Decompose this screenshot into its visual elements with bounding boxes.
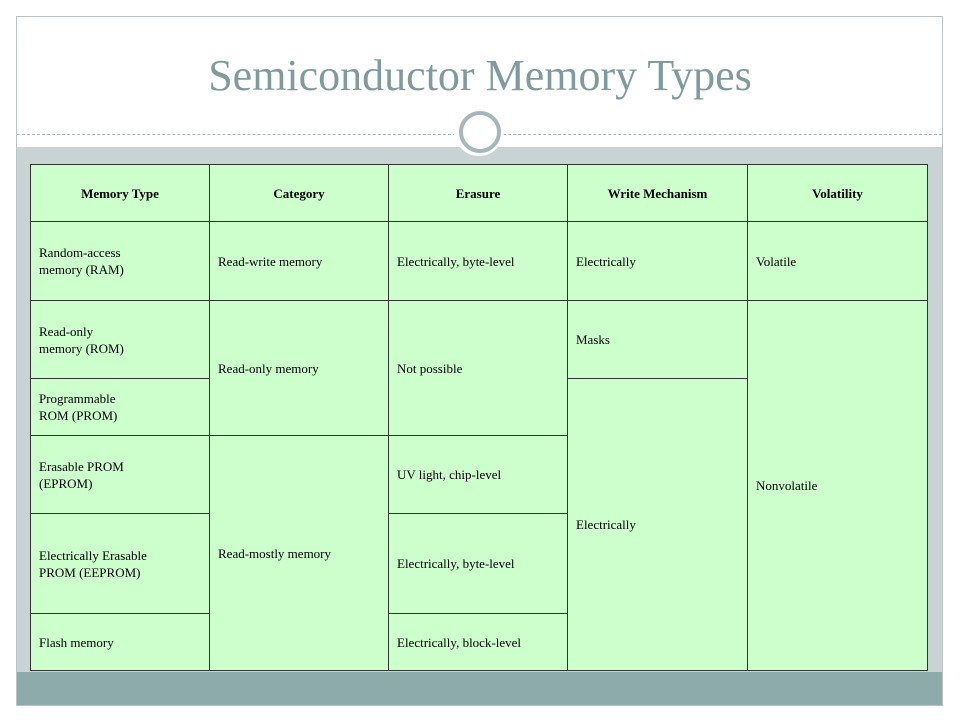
cell-erasure-eeprom: Electrically, byte-level (388, 513, 568, 614)
cell-erasure-eprom: UV light, chip-level (388, 435, 568, 514)
table-row: Electrically Erasable PROM (EEPROM) Elec… (30, 513, 928, 614)
cell-erasure-ram: Electrically, byte-level (388, 221, 568, 301)
cell-erasure-not-possible: Not possible (388, 300, 568, 436)
table-row: Read-only memory (ROM) Read-only memory … (30, 300, 928, 671)
slide-title: Semiconductor Memory Types (208, 51, 752, 100)
cell-category-ram: Read-write memory (209, 221, 389, 301)
header-erasure: Erasure (388, 164, 568, 222)
header-volatility: Volatility (747, 164, 928, 222)
header-memory-type: Memory Type (30, 164, 210, 222)
table-header-row: Memory Type Category Erasure Write Mecha… (30, 164, 928, 222)
table-row: Erasable PROM (EPROM) Read-mostly memory… (30, 435, 928, 671)
header-category: Category (209, 164, 389, 222)
memory-types-table: Memory Type Category Erasure Write Mecha… (30, 164, 928, 671)
header-write-mechanism: Write Mechanism (567, 164, 748, 222)
cell-volatility-nonvolatile: Nonvolatile (747, 300, 928, 671)
cell-write-ram: Electrically (567, 221, 748, 301)
table-row: Programmable ROM (PROM) Electrically (30, 378, 928, 671)
cell-memory-type-eprom: Erasable PROM (EPROM) (30, 435, 210, 514)
cell-memory-type-ram: Random-access memory (RAM) (30, 221, 210, 301)
table-row: Flash memory Electrically, block-level (30, 613, 928, 671)
cell-memory-type-prom: Programmable ROM (PROM) (30, 378, 210, 436)
cell-memory-type-flash: Flash memory (30, 613, 210, 671)
cell-memory-type-rom: Read-only memory (ROM) (30, 300, 210, 379)
cell-memory-type-eeprom: Electrically Erasable PROM (EEPROM) (30, 513, 210, 614)
cell-volatility-ram: Volatile (747, 221, 928, 301)
cell-write-rom: Masks (567, 300, 748, 379)
cell-erasure-flash: Electrically, block-level (388, 613, 568, 671)
divider-ring-icon (459, 111, 501, 153)
cell-write-electrically: Electrically (567, 378, 748, 671)
cell-category-read-mostly: Read-mostly memory (209, 435, 389, 671)
table-row: Random-access memory (RAM) Read-write me… (30, 221, 928, 301)
footer-bar (17, 672, 942, 705)
cell-category-read-only: Read-only memory (209, 300, 389, 436)
